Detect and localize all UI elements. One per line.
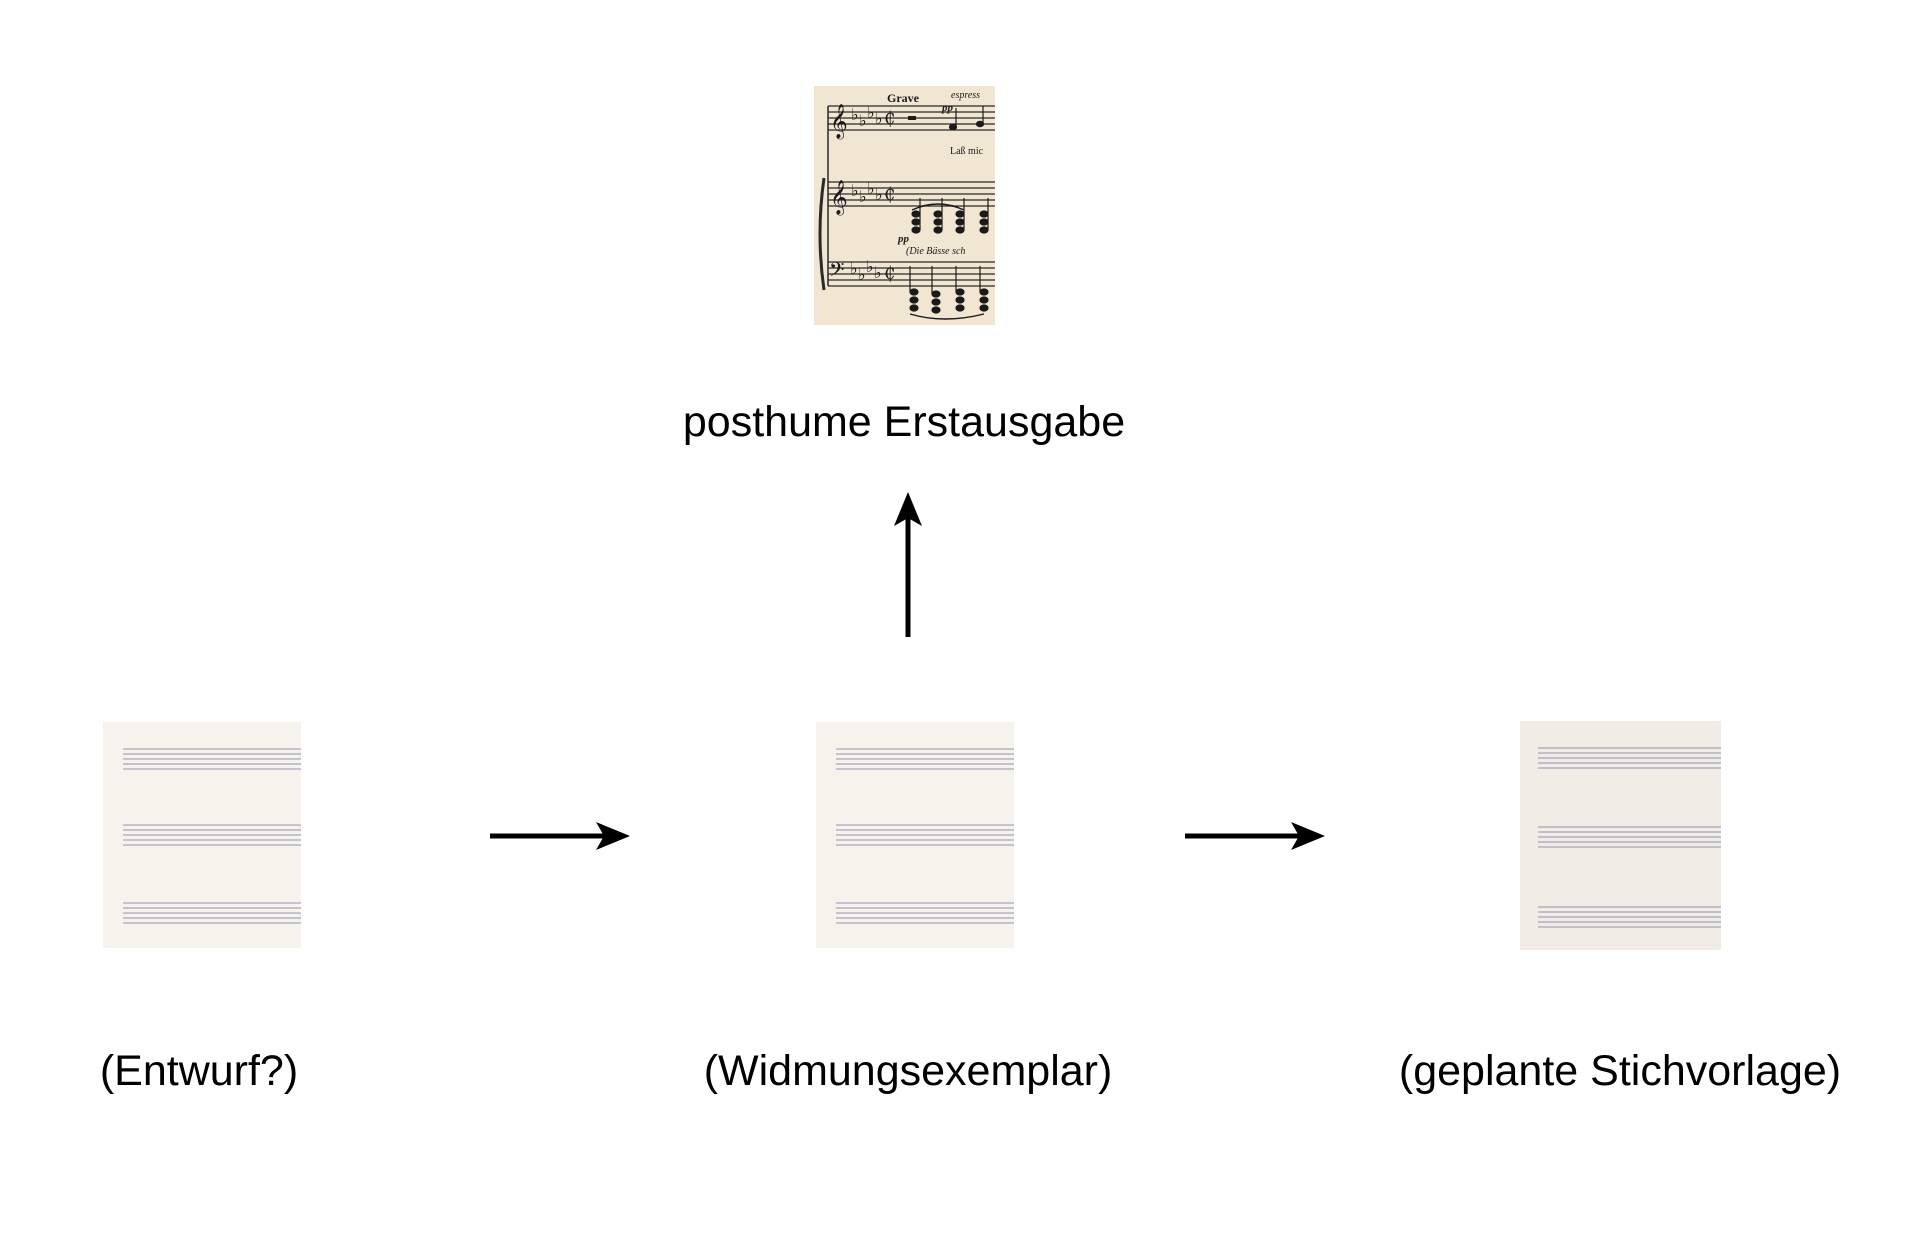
bass-clef-icon: 𝄢 [829, 258, 844, 286]
svg-text:₵: ₵ [884, 108, 895, 129]
piano-treble-staff [828, 181, 995, 207]
entwurf-staff-image [103, 722, 301, 948]
key-signature-flats: ♭♭♭♭ ♭♭♭♭ ♭♭♭♭ [850, 103, 883, 284]
svg-text:₵: ₵ [884, 263, 895, 284]
svg-text:♭: ♭ [851, 181, 859, 200]
blank-staff-paper-graphic [816, 722, 1014, 948]
svg-text:♭: ♭ [859, 187, 867, 206]
svg-text:₵: ₵ [884, 184, 895, 205]
svg-text:♭: ♭ [867, 179, 875, 198]
widmungsexemplar-staff-image [816, 722, 1014, 948]
treble-chords [911, 198, 989, 234]
blank-staff-paper-graphic [103, 722, 301, 948]
piano-instruction: (Die Bässe sch [906, 246, 965, 257]
svg-text:♭: ♭ [858, 265, 866, 284]
piano-dynamic: pp [897, 233, 910, 245]
svg-text:♭: ♭ [874, 263, 882, 282]
bass-chords [909, 266, 989, 320]
voice-dynamic: pp [941, 102, 954, 114]
svg-text:♭: ♭ [851, 105, 859, 124]
svg-text:♭: ♭ [866, 257, 874, 276]
lyric-text: Laß mic [950, 146, 984, 157]
blank-staff-paper-graphic [1520, 721, 1721, 950]
svg-text:♭: ♭ [859, 111, 867, 130]
svg-text:♭: ♭ [850, 259, 858, 278]
tempo-marking: Grave [887, 91, 920, 105]
half-rest [908, 116, 916, 120]
cut-time-signature: ₵ ₵ ₵ [884, 108, 895, 284]
stichvorlage-staff-image [1520, 721, 1721, 950]
arrow-widmungsexemplar-to-stichvorlage [1185, 822, 1325, 850]
widmungsexemplar-label: (Widmungsexemplar) [703, 1047, 1113, 1095]
treble-clef-icon: 𝄞 [830, 180, 848, 216]
piano-bass-staff [828, 261, 995, 287]
svg-text:♭: ♭ [867, 103, 875, 122]
arrow-widmungsexemplar-to-erstausgabe [894, 492, 922, 637]
stichvorlage-label: (geplante Stichvorlage) [1398, 1047, 1842, 1095]
arrow-entwurf-to-widmungsexemplar [490, 822, 630, 850]
treble-clef-icon: 𝄞 [830, 104, 848, 140]
top-node-label: posthume Erstausgabe [682, 398, 1126, 446]
score-excerpt-graphic: 𝄞 𝄞 𝄢 ♭♭♭♭ ♭♭♭♭ ♭♭♭♭ ₵ ₵ ₵ [814, 86, 995, 325]
svg-text:♭: ♭ [875, 185, 883, 204]
svg-text:♭: ♭ [875, 109, 883, 128]
entwurf-label: (Entwurf?) [99, 1047, 299, 1095]
expression-marking: espress [951, 90, 980, 101]
first-edition-score-image: 𝄞 𝄞 𝄢 ♭♭♭♭ ♭♭♭♭ ♭♭♭♭ ₵ ₵ ₵ [814, 86, 995, 325]
brace-icon [818, 177, 826, 291]
voice-notes [948, 106, 985, 131]
